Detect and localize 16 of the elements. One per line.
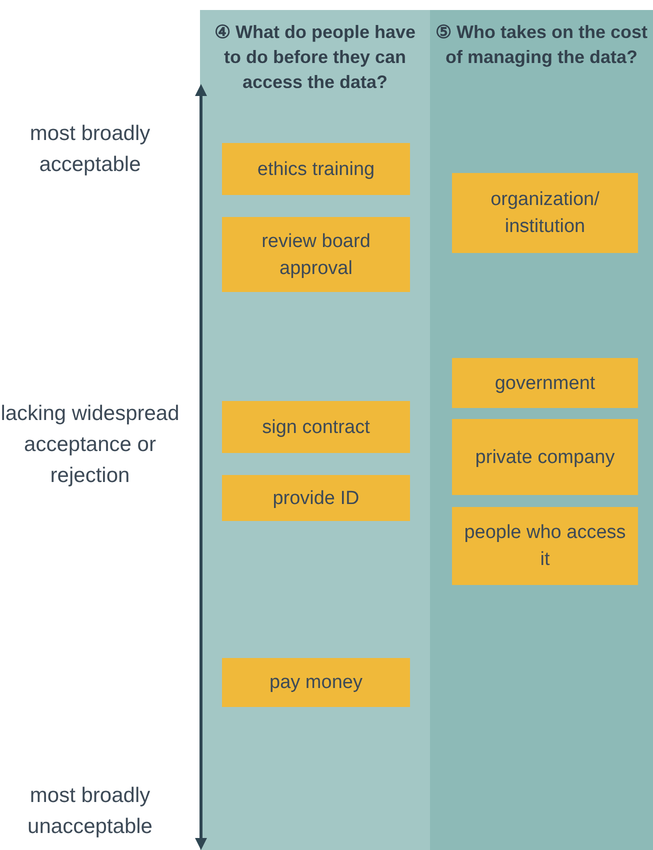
option-box: provide ID xyxy=(222,475,410,521)
option-box: ethics training xyxy=(222,143,410,195)
column-band xyxy=(200,10,430,850)
axis-label: most broadly acceptable xyxy=(28,121,152,178)
column-heading: ⑤ Who takes on the cost of managing the data? xyxy=(434,21,649,69)
column-band xyxy=(430,10,653,850)
axis-label: lacking widespread acceptance or rejection xyxy=(0,401,180,489)
option-box: people who access it xyxy=(452,507,638,585)
option-box: pay money xyxy=(222,658,410,707)
option-box: private company xyxy=(452,419,638,495)
option-box: government xyxy=(452,358,638,408)
axis-label: most broadly unacceptable xyxy=(26,783,154,840)
option-box: review board approval xyxy=(222,217,410,292)
column-heading: ④ What do people have to do before they can access the data? xyxy=(213,21,417,94)
option-box: sign contract xyxy=(222,401,410,453)
option-box: organization/ institution xyxy=(452,173,638,253)
